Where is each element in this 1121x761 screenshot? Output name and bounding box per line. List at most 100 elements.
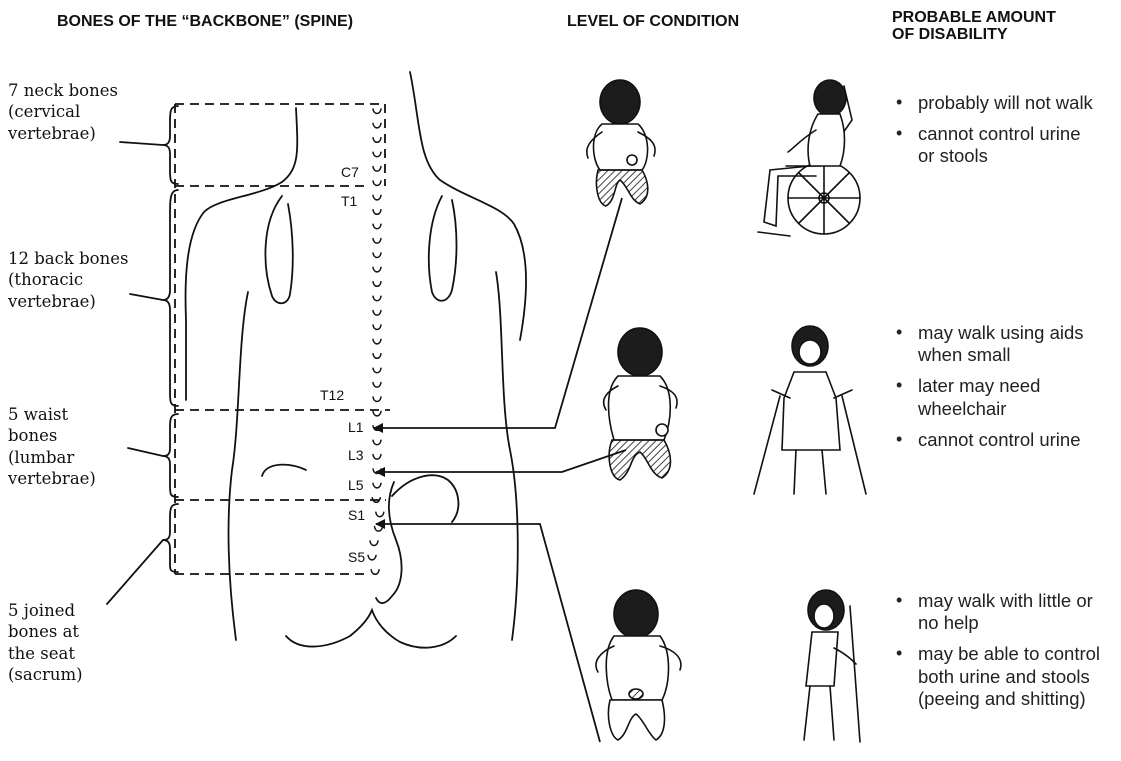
disability-item: • later may need wheelchair — [896, 375, 1096, 419]
vertebra-mark — [373, 253, 381, 258]
child-legs — [608, 700, 664, 740]
crutches-illustration — [754, 326, 866, 494]
vertebra-label-t12: T12 — [320, 387, 344, 403]
crutch-left — [754, 396, 780, 494]
brace-thoracic — [163, 190, 178, 406]
arrow-s1 — [376, 524, 600, 742]
arrow-l4 — [376, 450, 626, 472]
wheelchair-illustration — [758, 80, 860, 236]
disability-item-text: may walk with little or no help — [918, 590, 1093, 633]
vertebra-mark — [373, 123, 381, 127]
vertebra-mark — [373, 368, 381, 373]
back-shoulder-blade-left — [265, 196, 292, 303]
child-head — [600, 80, 640, 124]
crutch-right — [842, 396, 866, 494]
vertebra-label-t1: T1 — [341, 193, 358, 209]
wheelchair-child-head — [814, 80, 846, 116]
vertebra-mark — [373, 339, 381, 344]
disability-item: • probably will not walk — [896, 92, 1096, 114]
vertebra-mark — [373, 383, 381, 388]
disability-item-text: cannot control urine or stools — [918, 123, 1081, 166]
cane-child-face — [814, 604, 834, 628]
vertebra-mark — [373, 282, 381, 287]
disability-item-text: later may need wheelchair — [918, 375, 1040, 418]
braces — [107, 106, 178, 604]
vertebra-mark — [373, 138, 381, 143]
wheelchair-footrest — [758, 232, 790, 236]
child-lesion — [656, 424, 668, 436]
vertebra-label-s5: S5 — [348, 549, 365, 565]
vertebra-mark — [373, 224, 381, 229]
vertebra-mark — [371, 570, 379, 575]
child-legs — [609, 440, 670, 480]
vertebra-mark — [370, 541, 378, 546]
disability-item: • cannot control urine — [896, 429, 1096, 451]
disability-item: • may be able to control both urine and s… — [896, 643, 1101, 710]
child-lesion — [629, 689, 643, 699]
vertebra-mark — [373, 411, 381, 416]
vertebra-mark — [373, 440, 381, 445]
disability-item: •may walk using aids when small — [896, 322, 1096, 366]
vertebra-mark — [368, 555, 376, 560]
back-waist-bump-left — [262, 465, 306, 476]
back-waist-bump-right — [392, 475, 458, 522]
vertebra-mark — [376, 512, 384, 517]
vertebra-mark — [373, 181, 381, 186]
child-head — [614, 590, 658, 638]
wheelchair-child-legs — [764, 166, 816, 226]
crutches-child-legs — [794, 450, 826, 494]
child-lesion — [627, 155, 637, 165]
disability-list-high: • probably will not walk • cannot control … — [896, 92, 1096, 177]
back-side-left — [229, 292, 248, 640]
vertebra-label-c7: C7 — [341, 164, 359, 180]
disability-item-text: cannot control urine — [918, 429, 1081, 450]
arrow-l1 — [374, 198, 622, 428]
crutches-child-face — [799, 340, 821, 364]
cane-illustration — [804, 590, 860, 742]
back-side-right — [496, 272, 518, 640]
wheelchair-child-body — [808, 114, 844, 166]
bullet-dot: • — [896, 643, 902, 665]
vertebra-label-l5: L5 — [348, 477, 364, 493]
child-low-illustration — [596, 590, 681, 740]
child-high-illustration — [587, 80, 655, 206]
bullet-dot: • — [896, 375, 902, 397]
vertebra-mark — [373, 152, 381, 157]
vertebra-mark — [374, 527, 382, 532]
disability-item: • cannot control urine or stools — [896, 123, 1096, 167]
vertebra-mark — [373, 311, 381, 316]
bullet-dot: • — [896, 429, 902, 451]
brace-leader — [120, 142, 163, 145]
bullet-dot: • — [896, 92, 902, 114]
vertebra-mark — [373, 296, 381, 301]
disability-list-mid: •may walk using aids when small • later m… — [896, 322, 1096, 460]
cane-child-body — [806, 632, 838, 686]
brace-leader — [128, 448, 163, 456]
bullet-dot: • — [896, 123, 902, 145]
disability-list-low: • may walk with little or no help • may be… — [896, 590, 1101, 719]
back-buttocks — [286, 610, 456, 648]
disability-item-text: probably will not walk — [918, 92, 1093, 113]
vertebra-mark — [373, 397, 381, 402]
child-mid-illustration — [604, 328, 677, 480]
vertebra-labels: C7 T1 T12 L1 L3 L5 S1 S5 — [320, 164, 365, 565]
vertebra-mark — [373, 109, 381, 114]
child-body — [594, 124, 648, 170]
crutches-child-dress — [782, 372, 840, 450]
brace-leader — [130, 294, 163, 300]
vertebra-mark — [373, 455, 381, 460]
vertebra-mark — [373, 195, 381, 200]
vertebra-mark — [373, 483, 381, 488]
bullet-dot: • — [896, 322, 902, 344]
wheelchair-spokes — [788, 162, 860, 234]
vertebra-mark — [373, 354, 381, 359]
vertebra-mark — [373, 210, 381, 215]
vertebra-label-l3: L3 — [348, 447, 364, 463]
disability-item-text: may be able to control both urine and st… — [918, 643, 1100, 708]
vertebra-label-s1: S1 — [348, 507, 365, 523]
back-shoulder-blade-right — [429, 196, 457, 301]
vertebra-mark — [373, 239, 381, 244]
vertebra-label-l1: L1 — [348, 419, 364, 435]
vertebrae — [368, 109, 384, 574]
